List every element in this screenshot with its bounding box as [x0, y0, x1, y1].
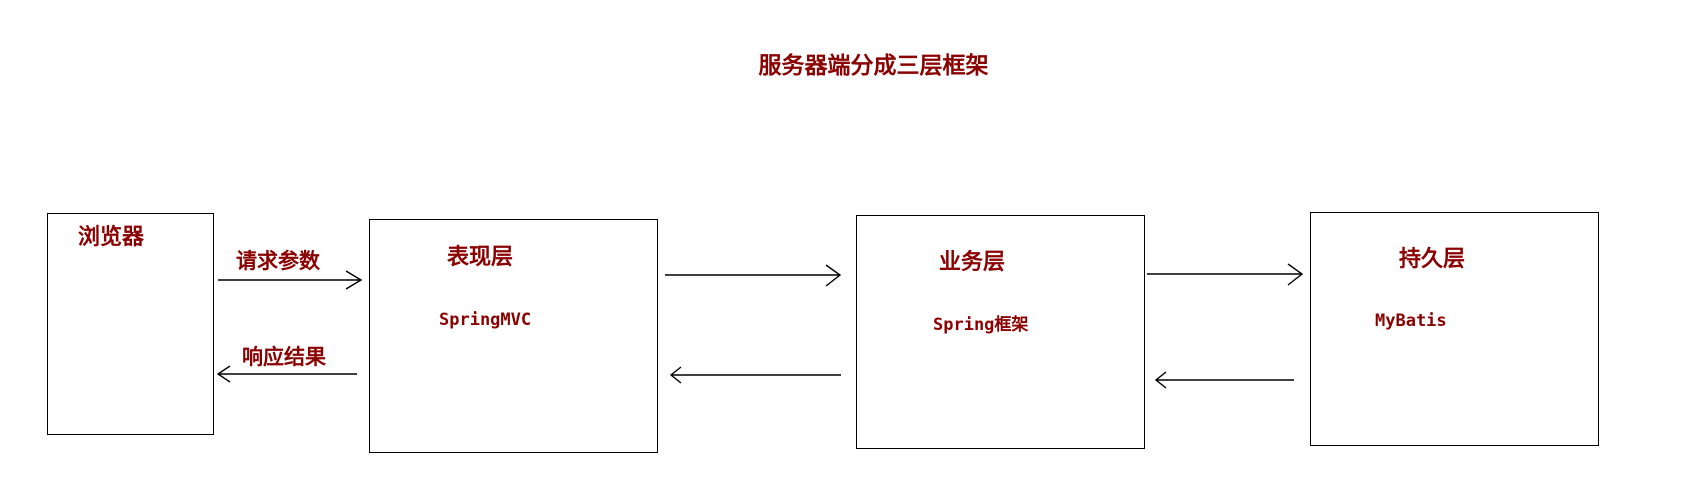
business-to-persistence-arrow: [1147, 263, 1304, 286]
diagram-title: 服务器端分成三层框架: [758, 53, 989, 79]
business-layer-box: 业务层 Spring框架: [856, 215, 1145, 449]
browser-label: 浏览器: [78, 225, 145, 250]
persistence-layer-label: 持久层: [1399, 247, 1466, 272]
presentation-layer-label: 表现层: [447, 245, 514, 270]
response-result-label: 响应结果: [242, 345, 326, 369]
request-params-label: 请求参数: [236, 249, 320, 273]
business-framework-label: Spring框架: [933, 315, 1029, 335]
persistence-to-business-arrow: [1154, 371, 1294, 389]
presentation-to-business-arrow: [665, 264, 842, 287]
browser-box: 浏览器: [47, 213, 214, 435]
presentation-framework-label: SpringMVC: [439, 310, 532, 330]
request-arrow: [218, 270, 363, 290]
business-layer-label: 业务层: [939, 250, 1006, 275]
persistence-layer-box: 持久层 MyBatis: [1310, 212, 1599, 446]
presentation-layer-box: 表现层 SpringMVC: [369, 219, 658, 453]
business-to-presentation-arrow: [669, 366, 841, 384]
persistence-framework-label: MyBatis: [1375, 311, 1447, 331]
response-arrow: [216, 365, 357, 383]
